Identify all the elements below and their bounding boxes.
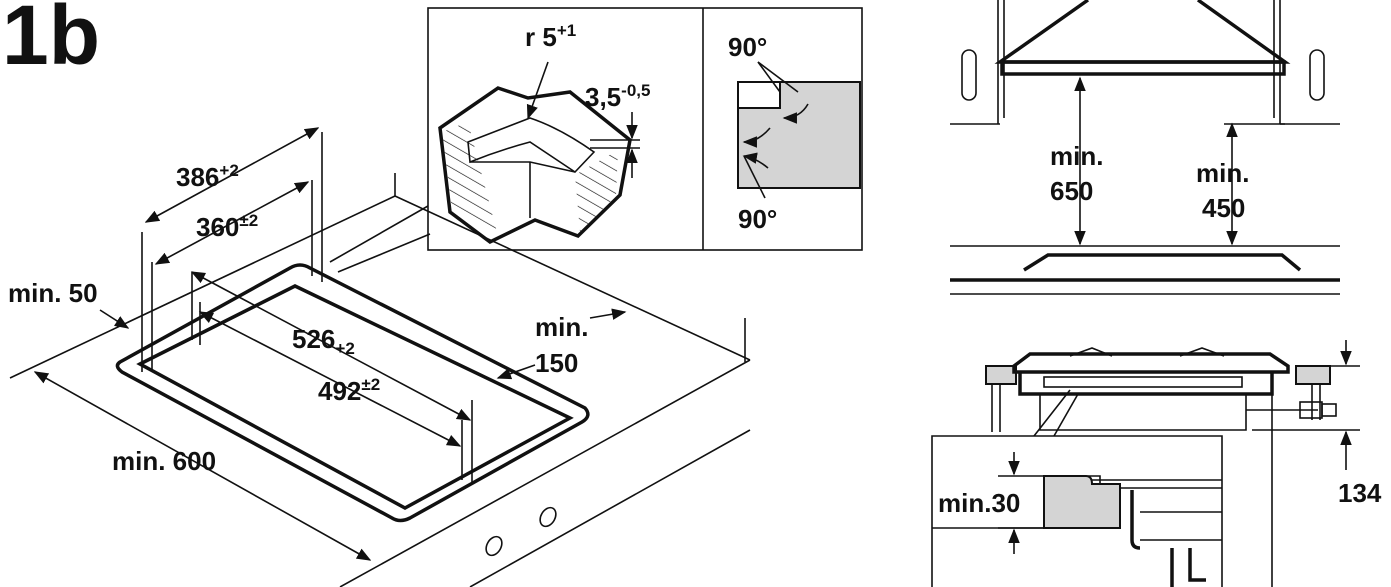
min-back-label-line1: min. bbox=[535, 312, 588, 342]
hood-clearance-diagram bbox=[950, 0, 1340, 295]
hob-burner-2 bbox=[1179, 347, 1225, 357]
corner-inner-floor bbox=[470, 161, 576, 173]
dim-386-label: 386+2 bbox=[176, 161, 239, 192]
corner-block-outline bbox=[438, 86, 632, 245]
dim-min600-line bbox=[33, 371, 372, 561]
hob-section-diagram bbox=[931, 340, 1360, 587]
angle-arc-mid bbox=[742, 127, 771, 148]
dim-526-label: 526+2 bbox=[292, 324, 355, 358]
worktop-back-edge-right bbox=[394, 195, 751, 361]
radius-label: r 5+1 bbox=[525, 21, 576, 52]
angle-arc-top bbox=[782, 103, 809, 124]
dim-360-label: 526 360±2 bbox=[196, 211, 258, 242]
hood-bottom bbox=[1000, 60, 1286, 76]
inset-leader-1 bbox=[329, 205, 429, 263]
hob-vent-strip bbox=[1043, 376, 1243, 388]
detail-hob-wall bbox=[1130, 490, 1141, 550]
radius-leader bbox=[526, 61, 549, 120]
detail-inset bbox=[427, 7, 863, 251]
angle-top-leader-1 bbox=[757, 61, 781, 93]
thickness-label: 3,5-0,5 bbox=[585, 81, 650, 112]
dim-360-line bbox=[154, 181, 310, 265]
hood-min-label-2: 650 bbox=[1050, 176, 1093, 206]
height-134-label: 134 bbox=[1338, 478, 1382, 508]
hob-profile bbox=[1023, 253, 1302, 272]
worktop-block-right bbox=[1295, 365, 1331, 385]
dim-min50-line bbox=[99, 309, 130, 329]
cabinet-handle-right bbox=[1309, 49, 1325, 101]
worktop-block-left bbox=[985, 365, 1017, 385]
hood-body bbox=[994, 0, 1291, 64]
worktop-right-front-edge bbox=[339, 359, 751, 587]
hob-body bbox=[1018, 372, 1274, 396]
cabinet-left-wall bbox=[950, 0, 1000, 125]
dim-min150-leader-top bbox=[589, 308, 627, 320]
angle-arc-bottom bbox=[742, 152, 769, 169]
min-30-label: min.30 bbox=[938, 488, 1020, 518]
knob-hole-1 bbox=[485, 535, 503, 557]
cabinet-handle-left bbox=[961, 49, 977, 101]
detail-hob-plate bbox=[1088, 475, 1222, 489]
min-back-label-line2: 150 bbox=[535, 348, 578, 378]
cabinet-min-label-2: 450 bbox=[1202, 193, 1245, 223]
inset-leader-2 bbox=[337, 233, 431, 273]
corner-block-hatch-right bbox=[575, 150, 618, 232]
hood-min-label-1: min. bbox=[1050, 141, 1103, 171]
detail-worktop-block bbox=[1043, 475, 1121, 529]
cabinet-min-label-1: min. bbox=[1196, 158, 1249, 188]
figure-label: 1b bbox=[2, 0, 100, 82]
detail-leader-2 bbox=[1053, 393, 1079, 437]
min-worktop-label: min. 600 bbox=[112, 446, 216, 476]
dim-492-label: 492±2 bbox=[318, 375, 380, 406]
angle-top-leader-2 bbox=[757, 61, 799, 93]
gas-nut bbox=[1321, 403, 1337, 417]
angle-bottom-label: 90° bbox=[738, 204, 777, 234]
worktop-cutout-diagram bbox=[9, 127, 751, 587]
cutout-outer-rim bbox=[115, 263, 590, 523]
worktop-front-edge-low bbox=[469, 429, 751, 587]
detail-burner-leg-2 bbox=[1188, 548, 1206, 582]
angle-bottom-leader bbox=[743, 155, 766, 199]
hob-underside bbox=[1039, 394, 1247, 431]
detail-leader-1 bbox=[1033, 389, 1071, 437]
angle-notch bbox=[737, 81, 781, 109]
angle-top-label: 90° bbox=[728, 32, 767, 62]
hob-burner-1 bbox=[1069, 347, 1113, 357]
inset-frame bbox=[427, 7, 863, 251]
min-front-label: min. 50 bbox=[8, 278, 98, 308]
dim-min150-leader bbox=[496, 364, 536, 380]
knob-hole-2 bbox=[539, 506, 557, 528]
corner-block-hatch-left bbox=[442, 122, 498, 236]
corner-inner-upper bbox=[467, 117, 596, 174]
hob-top-plate bbox=[1012, 352, 1290, 374]
